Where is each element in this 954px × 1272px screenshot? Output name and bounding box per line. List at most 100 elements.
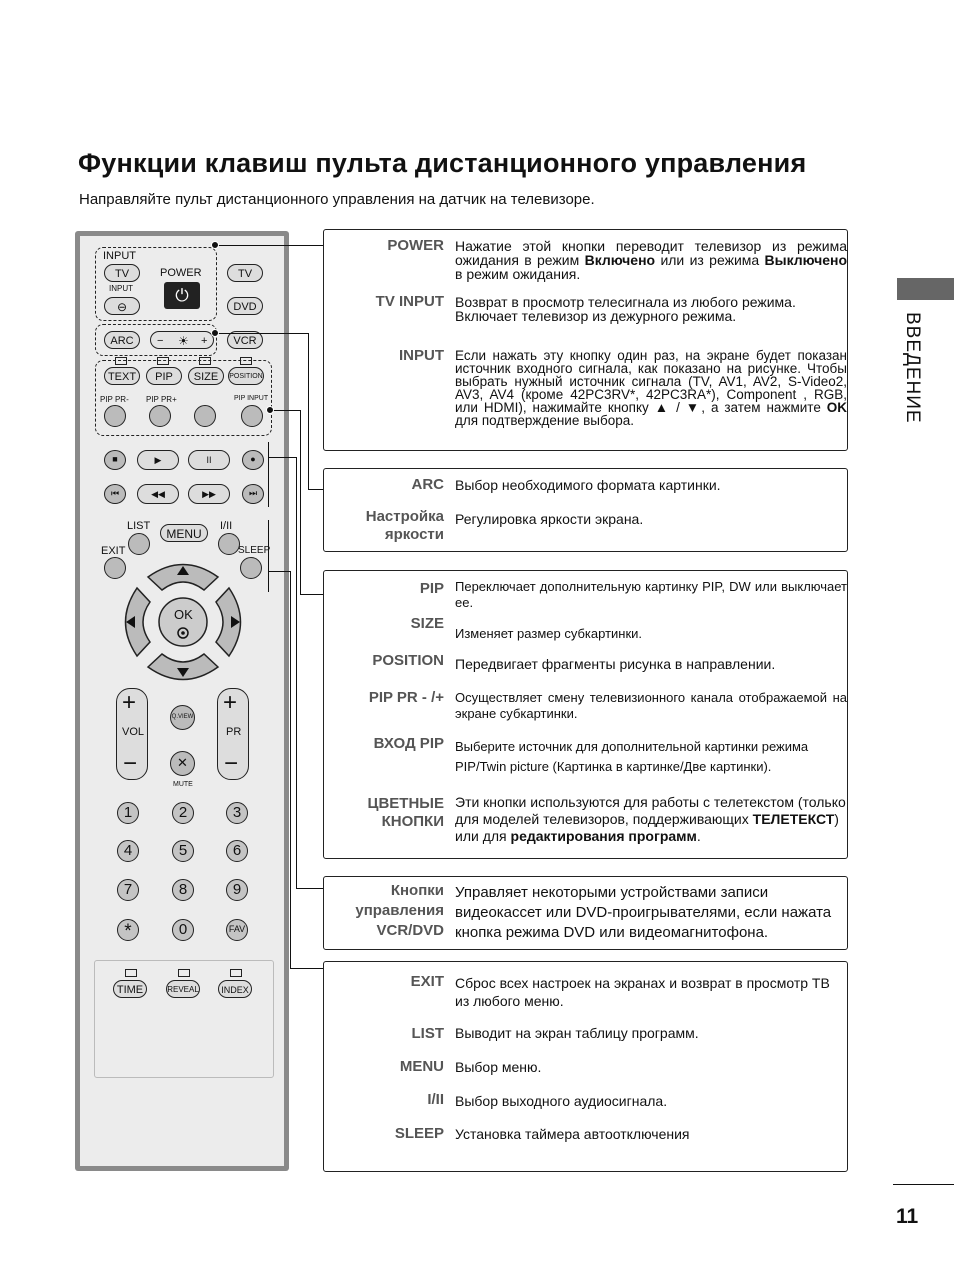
- program-label: PR: [226, 726, 242, 738]
- number-2-button[interactable]: 2: [172, 802, 194, 824]
- ok-button[interactable]: [158, 597, 208, 647]
- mute-label: MUTE: [173, 781, 193, 788]
- connector-line: [308, 489, 323, 490]
- teletext-icon: [230, 969, 242, 977]
- navigation-pad: [124, 563, 242, 681]
- connector-dot: [211, 241, 219, 249]
- arc-button[interactable]: ARC: [104, 331, 140, 349]
- page-number-rule: [893, 1184, 954, 1185]
- vcr-button[interactable]: VCR: [227, 331, 263, 349]
- list-button[interactable]: [128, 533, 150, 555]
- info-box-power-input: [323, 229, 848, 451]
- dvd-button[interactable]: DVD: [227, 297, 263, 315]
- number-9-button[interactable]: 9: [226, 879, 248, 901]
- input-button[interactable]: ⊖: [104, 297, 140, 315]
- sleep-button[interactable]: [240, 557, 262, 579]
- connector-line: [268, 571, 290, 572]
- desc-size: Изменяет размер субкартинки.: [455, 626, 643, 641]
- index-button[interactable]: INDEX: [218, 980, 252, 998]
- fav-button[interactable]: FAV: [226, 919, 248, 941]
- text-button[interactable]: TEXT: [104, 367, 140, 385]
- desc-vcr-dvd: Управляет некоторыми устройствами записи…: [455, 884, 832, 941]
- number-7-button[interactable]: 7: [117, 879, 139, 901]
- desc-tv-input: Возврат в просмотр телесигнала из любого…: [455, 294, 796, 324]
- i-ii-button[interactable]: [218, 533, 240, 555]
- section-label: ВВЕДЕНИЕ: [902, 312, 923, 424]
- term-pip: PIP: [419, 580, 444, 597]
- nav-right-button[interactable]: [215, 586, 242, 658]
- brightness-button[interactable]: − ☀ +: [150, 331, 214, 349]
- pip-pr-minus-label: PIP PR-: [100, 395, 129, 404]
- term-exit: EXIT: [410, 973, 444, 990]
- exit-button[interactable]: [104, 557, 126, 579]
- nav-up-button[interactable]: [146, 563, 220, 591]
- connector-dot: [211, 329, 219, 337]
- brightness-icon: ☀: [178, 334, 189, 348]
- power-icon: ⏻: [175, 286, 189, 305]
- pip-button[interactable]: PIP: [146, 367, 182, 385]
- number-6-button[interactable]: 6: [226, 840, 248, 862]
- sleep-label: SLEEP: [238, 545, 271, 556]
- fast-forward-button[interactable]: ▶▶: [188, 484, 230, 504]
- connector-line: [296, 888, 323, 889]
- program-rocker[interactable]: + PR −: [217, 688, 249, 780]
- brightness-plus: +: [201, 335, 208, 347]
- record-button[interactable]: ●: [242, 450, 264, 470]
- tv-mode-button[interactable]: TV: [227, 264, 263, 282]
- teletext-icon: [199, 357, 211, 365]
- color-yellow-button[interactable]: [194, 405, 216, 427]
- next-button[interactable]: ⏭: [242, 484, 264, 504]
- teletext-panel: [94, 960, 274, 1078]
- reveal-button[interactable]: REVEAL: [166, 980, 200, 998]
- desc-arc: Выбор необходимого формата картинки.: [455, 477, 721, 493]
- play-button[interactable]: ▶: [137, 450, 179, 470]
- mute-button[interactable]: ✕: [170, 751, 195, 776]
- info-box-vcr-dvd: [323, 876, 848, 950]
- desc-pip: Переключает дополнительную картинку PIP,…: [455, 579, 847, 610]
- tv-button[interactable]: TV: [104, 264, 140, 282]
- term-i-ii: I/II: [427, 1091, 444, 1108]
- bracket-line: [268, 520, 269, 592]
- term-input: INPUT: [399, 347, 444, 364]
- power-button[interactable]: ⏻: [164, 282, 200, 309]
- stop-button[interactable]: ■: [104, 450, 126, 470]
- arc-group-outline: [95, 324, 217, 356]
- desc-pip-input: Выберите источник для дополнительной кар…: [455, 739, 809, 774]
- color-green-button[interactable]: [149, 405, 171, 427]
- star-button[interactable]: *: [117, 919, 139, 942]
- size-button[interactable]: SIZE: [188, 367, 224, 385]
- menu-button[interactable]: MENU: [160, 524, 208, 542]
- number-5-button[interactable]: 5: [172, 840, 194, 862]
- desc-input: Если нажать эту кнопку один раз, на экра…: [455, 348, 847, 428]
- teletext-icon: [157, 357, 169, 365]
- teletext-icon: [115, 357, 127, 365]
- number-8-button[interactable]: 8: [172, 879, 194, 901]
- i-ii-label: I/II: [220, 520, 233, 532]
- number-1-button[interactable]: 1: [117, 802, 139, 824]
- volume-rocker[interactable]: + VOL −: [116, 688, 148, 780]
- down-arrow-icon: [177, 668, 189, 677]
- volume-up-icon: +: [122, 689, 137, 716]
- nav-down-button[interactable]: [146, 653, 220, 681]
- q-view-button[interactable]: Q.VIEW: [170, 705, 195, 730]
- number-3-button[interactable]: 3: [226, 802, 248, 824]
- number-4-button[interactable]: 4: [117, 840, 139, 862]
- info-box-arc-brightness: [323, 468, 848, 552]
- nav-left-button[interactable]: [124, 586, 151, 658]
- color-blue-button[interactable]: [241, 405, 263, 427]
- pause-button[interactable]: II: [188, 450, 230, 470]
- number-0-button[interactable]: 0: [172, 919, 194, 941]
- desc-position: Передвигает фрагменты рисунка в направле…: [455, 656, 776, 672]
- term-tv-input: TV INPUT: [375, 293, 444, 310]
- color-red-button[interactable]: [104, 405, 126, 427]
- connector-line: [215, 333, 308, 334]
- connector-line: [300, 410, 301, 595]
- time-button[interactable]: TIME: [113, 980, 147, 998]
- connector-line: [290, 571, 291, 969]
- rewind-button[interactable]: ◀◀: [137, 484, 179, 504]
- previous-button[interactable]: ⏮: [104, 484, 126, 504]
- term-power: POWER: [387, 237, 444, 254]
- remote-control-body: [80, 236, 284, 1166]
- position-button[interactable]: POSITION: [228, 367, 264, 385]
- teletext-icon: [125, 969, 137, 977]
